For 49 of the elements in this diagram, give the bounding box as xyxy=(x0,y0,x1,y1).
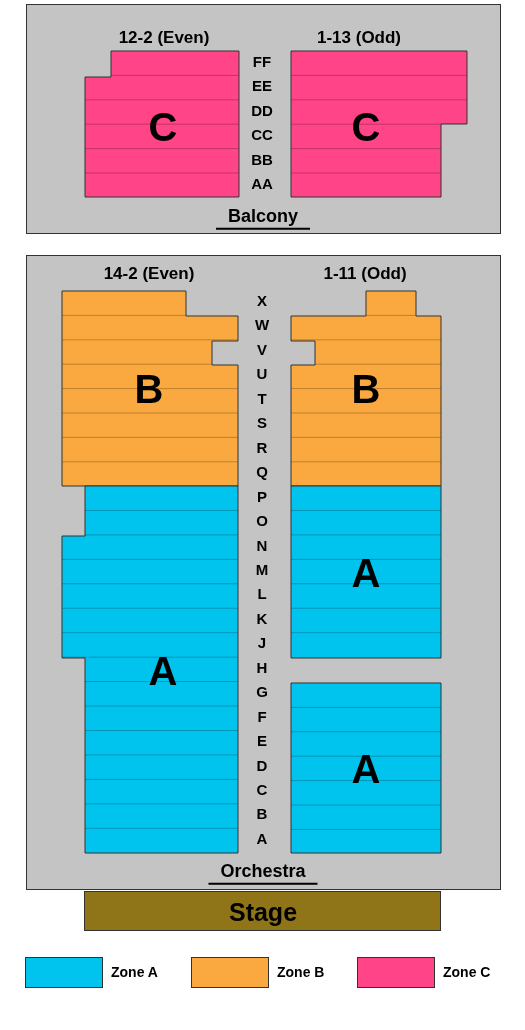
row-letter: U xyxy=(256,364,268,385)
row-letter: P xyxy=(257,486,267,507)
section-letter: B xyxy=(134,369,164,409)
stage xyxy=(84,891,441,931)
seating-level-panel xyxy=(26,4,501,234)
row-letter: X xyxy=(257,290,267,311)
row-letter: CC xyxy=(251,124,273,145)
section-letter: A xyxy=(351,749,381,789)
row-letter: J xyxy=(257,633,267,654)
row-letter: EE xyxy=(252,76,272,97)
section-letter: C xyxy=(148,107,178,147)
row-letter: T xyxy=(257,388,267,409)
row-letter: G xyxy=(256,681,268,702)
row-letter: R xyxy=(256,437,268,458)
section-letter: C xyxy=(351,107,381,147)
row-letter: DD xyxy=(251,100,273,121)
row-letter: B xyxy=(256,804,268,825)
seat-range-label: 12-2 (Even) xyxy=(118,27,210,50)
row-letter: Q xyxy=(256,461,268,482)
section-letter: B xyxy=(351,369,381,409)
seating-level-panel xyxy=(26,255,501,890)
row-letter: C xyxy=(256,779,268,800)
section-letter: A xyxy=(148,651,178,691)
row-letter: K xyxy=(256,608,268,629)
legend-label: Zone C xyxy=(443,963,491,982)
row-letter: AA xyxy=(251,173,273,194)
section-letter: A xyxy=(351,553,381,593)
row-letter: F xyxy=(257,706,267,727)
row-letter: L xyxy=(257,584,267,605)
level-name: Orchestra xyxy=(208,859,318,885)
legend-label: Zone A xyxy=(111,963,158,982)
row-letter: M xyxy=(255,559,269,580)
row-letter: D xyxy=(256,755,268,776)
row-letter: V xyxy=(257,339,267,360)
row-letter: FF xyxy=(252,51,272,72)
row-letter: S xyxy=(257,413,267,433)
seat-range-label: 1-13 (Odd) xyxy=(316,27,402,50)
legend-label: Zone B xyxy=(277,963,325,982)
row-letter: N xyxy=(256,535,268,556)
row-letter: O xyxy=(256,510,268,531)
stage-label: Stage xyxy=(228,897,298,929)
seat-range-label: 1-11 (Odd) xyxy=(323,263,407,286)
row-letter: BB xyxy=(251,149,273,170)
seat-range-label: 14-2 (Even) xyxy=(103,263,195,286)
row-letter: W xyxy=(254,315,270,336)
level-name: Balcony xyxy=(216,204,310,230)
row-letter: H xyxy=(256,657,268,678)
row-letter: A xyxy=(256,828,268,849)
row-letter: E xyxy=(257,730,267,751)
